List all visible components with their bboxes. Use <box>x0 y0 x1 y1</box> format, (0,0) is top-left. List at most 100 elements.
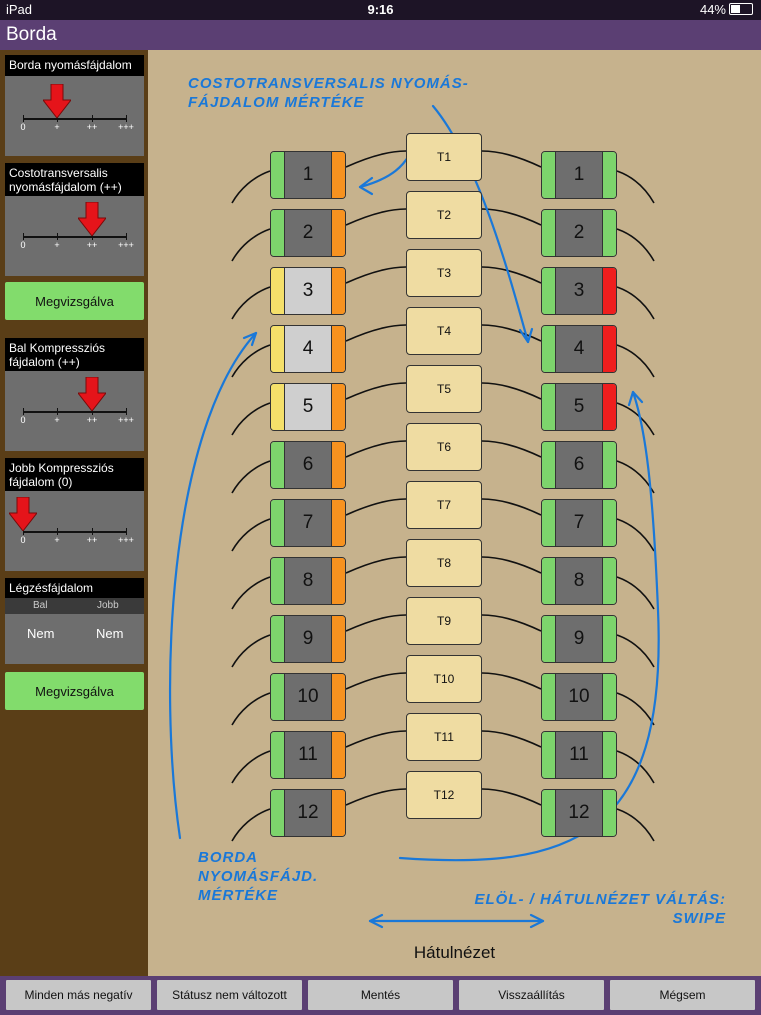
rib-right-2[interactable]: 2 <box>541 209 617 257</box>
slider-area[interactable]: 0 + ++ +++ <box>5 76 144 156</box>
rib-right-5[interactable]: 5 <box>541 383 617 431</box>
slider-area[interactable]: 0 + ++ +++ <box>5 371 144 451</box>
vertebra-t9[interactable]: T9 <box>406 597 482 645</box>
rib-right-3[interactable]: 3 <box>541 267 617 315</box>
left-breathing-value[interactable]: Nem <box>27 626 55 641</box>
vertebra-t11[interactable]: T11 <box>406 713 482 761</box>
rib-left-7[interactable]: 7 <box>270 499 346 547</box>
rib-left-11[interactable]: 11 <box>270 731 346 779</box>
rib-number: 3 <box>556 268 602 314</box>
rib-number: 7 <box>556 500 602 546</box>
panel-title: Bal Kompressziós fájdalom (++) <box>5 338 144 371</box>
annotation-costotransversal: COSTOTRANSVERSALIS NYOMÁS- FÁJDALOM MÉRT… <box>188 75 469 111</box>
title-bar: Borda <box>0 20 761 50</box>
rib-left-1[interactable]: 1 <box>270 151 346 199</box>
vertebra-t6[interactable]: T6 <box>406 423 482 471</box>
clock: 9:16 <box>367 2 394 17</box>
rib-number: 10 <box>556 674 602 720</box>
slider-arrow-icon[interactable] <box>78 377 106 411</box>
panel-title: Légzésfájdalom <box>5 578 144 598</box>
cancel-button[interactable]: Mégsem <box>610 980 755 1010</box>
scale-label: 0 <box>20 415 26 425</box>
rib-right-7[interactable]: 7 <box>541 499 617 547</box>
rib-left-12[interactable]: 12 <box>270 789 346 837</box>
rib-number: 8 <box>556 558 602 604</box>
annotation-swipe: ELÖL- / HÁTULNÉZET VÁLTÁS: SWIPE <box>474 891 726 927</box>
sidebar: Borda nyomásfájdalom 0 + ++ +++ Costotra… <box>0 50 148 976</box>
rib-number: 11 <box>285 732 331 778</box>
vertebra-t1[interactable]: T1 <box>406 133 482 181</box>
vertebra-t12[interactable]: T12 <box>406 771 482 819</box>
examined-button-2[interactable]: Megvizsgálva <box>5 672 144 710</box>
slider-arrow-icon[interactable] <box>78 202 106 236</box>
rib-left-6[interactable]: 6 <box>270 441 346 489</box>
rib-left-4[interactable]: 4 <box>270 325 346 373</box>
examined-button[interactable]: Megvizsgálva <box>5 282 144 320</box>
vertebra-t2[interactable]: T2 <box>406 191 482 239</box>
rib-right-12[interactable]: 12 <box>541 789 617 837</box>
breathing-pain-panel[interactable]: Légzésfájdalom Bal Jobb Nem Nem <box>5 578 144 664</box>
rib-number: 9 <box>285 616 331 662</box>
rib-left-3[interactable]: 3 <box>270 267 346 315</box>
scale-label: +++ <box>118 240 134 250</box>
rib-right-1[interactable]: 1 <box>541 151 617 199</box>
scale-label: ++ <box>86 122 98 132</box>
right-compression-pain-panel[interactable]: Jobb Kompressziós fájdalom (0) 0 + ++ ++… <box>5 458 144 571</box>
rib-number: 12 <box>556 790 602 836</box>
rib-right-9[interactable]: 9 <box>541 615 617 663</box>
scale-label: ++ <box>86 415 98 425</box>
rib-number: 2 <box>285 210 331 256</box>
vertebra-t5[interactable]: T5 <box>406 365 482 413</box>
scale-label: ++ <box>86 535 98 545</box>
reset-button[interactable]: Visszaállítás <box>459 980 604 1010</box>
rib-left-10[interactable]: 10 <box>270 673 346 721</box>
vertebra-t10[interactable]: T10 <box>406 655 482 703</box>
rib-left-8[interactable]: 8 <box>270 557 346 605</box>
vertebra-t3[interactable]: T3 <box>406 249 482 297</box>
status-bar: iPad 9:16 44% <box>0 0 761 20</box>
rib-right-8[interactable]: 8 <box>541 557 617 605</box>
panel-title: Borda nyomásfájdalom <box>5 55 144 76</box>
rib-right-4[interactable]: 4 <box>541 325 617 373</box>
breathing-values[interactable]: Bal Jobb Nem Nem <box>5 598 144 664</box>
vertebra-t8[interactable]: T8 <box>406 539 482 587</box>
rib-number: 5 <box>556 384 602 430</box>
bottom-toolbar: Minden más negatív Státusz nem változott… <box>0 976 761 1015</box>
battery-indicator: 44% <box>700 2 753 17</box>
left-compression-pain-panel[interactable]: Bal Kompressziós fájdalom (++) 0 + ++ ++… <box>5 338 144 451</box>
rib-number: 9 <box>556 616 602 662</box>
right-breathing-value[interactable]: Nem <box>96 626 124 641</box>
rib-number: 10 <box>285 674 331 720</box>
vertebra-t4[interactable]: T4 <box>406 307 482 355</box>
pain-scale: 0 + ++ +++ <box>20 528 134 551</box>
rib-number: 1 <box>556 152 602 198</box>
rib-pressure-pain-panel[interactable]: Borda nyomásfájdalom 0 + ++ +++ <box>5 55 144 156</box>
rib-left-5[interactable]: 5 <box>270 383 346 431</box>
slider-arrow-icon[interactable] <box>43 84 71 118</box>
rib-right-11[interactable]: 11 <box>541 731 617 779</box>
rib-number: 6 <box>556 442 602 488</box>
annotation-rib-pressure: BORDA NYOMÁSFÁJD. MÉRTÉKE <box>198 849 319 904</box>
status-unchanged-button[interactable]: Státusz nem változott <box>157 980 302 1010</box>
all-else-negative-button[interactable]: Minden más negatív <box>6 980 151 1010</box>
rib-left-2[interactable]: 2 <box>270 209 346 257</box>
scale-label: +++ <box>118 535 134 545</box>
scale-label: 0 <box>20 240 26 250</box>
vertebra-t7[interactable]: T7 <box>406 481 482 529</box>
scale-label: ++ <box>86 240 98 250</box>
slider-area[interactable]: 0 + ++ +++ <box>5 491 144 571</box>
rib-right-10[interactable]: 10 <box>541 673 617 721</box>
scale-label: 0 <box>20 122 26 132</box>
rib-number: 6 <box>285 442 331 488</box>
save-button[interactable]: Mentés <box>308 980 453 1010</box>
rib-right-6[interactable]: 6 <box>541 441 617 489</box>
battery-percent: 44% <box>699 2 726 17</box>
rib-left-9[interactable]: 9 <box>270 615 346 663</box>
costotransversal-pain-panel[interactable]: Costotransversalis nyomásfájdalom (++) 0… <box>5 163 144 276</box>
left-column-label: Bal <box>33 600 48 611</box>
slider-area[interactable]: 0 + ++ +++ <box>5 196 144 276</box>
slider-arrow-icon[interactable] <box>9 497 37 531</box>
rib-number: 11 <box>556 732 602 778</box>
scale-label: +++ <box>118 122 134 132</box>
